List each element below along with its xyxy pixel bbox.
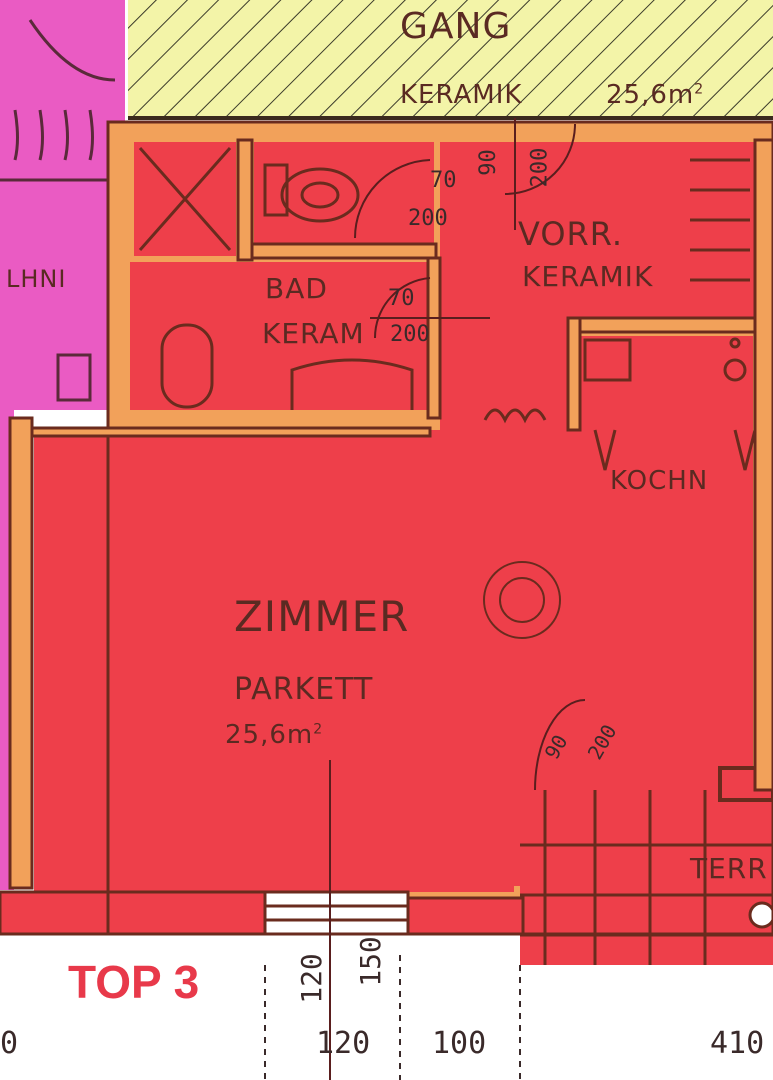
zimmer-area: 25,6m2: [225, 720, 323, 750]
bottom-wall-left: [0, 890, 267, 936]
door-label-bad-height: 200: [390, 322, 430, 347]
bad-floor: KERAM: [262, 317, 365, 350]
zimmer-area-value: 25,6m: [225, 720, 314, 750]
zimmer-area-sup: 2: [313, 721, 324, 738]
zimmer-floor: PARKETT: [234, 672, 374, 707]
hall-area: 25,6m2: [606, 80, 704, 110]
vorraum-area: [440, 142, 755, 318]
fixtures: [138, 147, 757, 639]
door-label-entry-height: 200: [527, 147, 553, 188]
vorraum-name: VORR.: [518, 215, 624, 253]
vorraum-lower: [440, 318, 570, 430]
bottom-wall-right: [406, 896, 525, 936]
dimension-lines: [264, 955, 521, 1080]
dimension-vertical-0: 120: [294, 953, 328, 1004]
door-label-bad-width: 70: [388, 286, 415, 311]
neighbor-fixtures: [0, 19, 116, 402]
door-swings: [329, 118, 586, 1080]
door-label-wc-width: 70: [430, 168, 457, 193]
bath-area: [130, 262, 428, 410]
zimmer-lower: [34, 430, 514, 892]
hall-gang: [128, 0, 773, 118]
kochnische-name: KOCHN: [610, 466, 709, 496]
dimension-bottom-2: 100: [432, 1026, 487, 1061]
door-label-entry-width: 90: [475, 149, 501, 176]
dimension-bottom-3: 410: [710, 1026, 765, 1061]
door-label-wc-height: 200: [408, 206, 448, 231]
kitchen-area: [580, 336, 753, 430]
dimension-vertical-1: 150: [353, 936, 387, 987]
hall-area-sup: 2: [694, 81, 705, 98]
dimension-bottom-0: 0: [0, 1026, 19, 1061]
window: [263, 890, 410, 936]
unit-title: TOP 3: [68, 956, 200, 1008]
hall-floor: KERAMIK: [400, 80, 523, 110]
wc-area: [254, 142, 434, 244]
neighbor-label: LHNI: [6, 265, 67, 293]
hall-name: GANG: [400, 6, 512, 47]
interior-walls: [8, 120, 773, 936]
terrasse-name: TERR: [690, 852, 768, 885]
zimmer-name: ZIMMER: [234, 592, 410, 641]
dimension-bottom-1: 120: [316, 1026, 371, 1061]
hall-area-value: 25,6m: [606, 80, 695, 110]
bad-name: BAD: [265, 272, 328, 305]
vorraum-floor: KERAMIK: [522, 260, 654, 293]
neighbor-unit: [0, 0, 125, 410]
